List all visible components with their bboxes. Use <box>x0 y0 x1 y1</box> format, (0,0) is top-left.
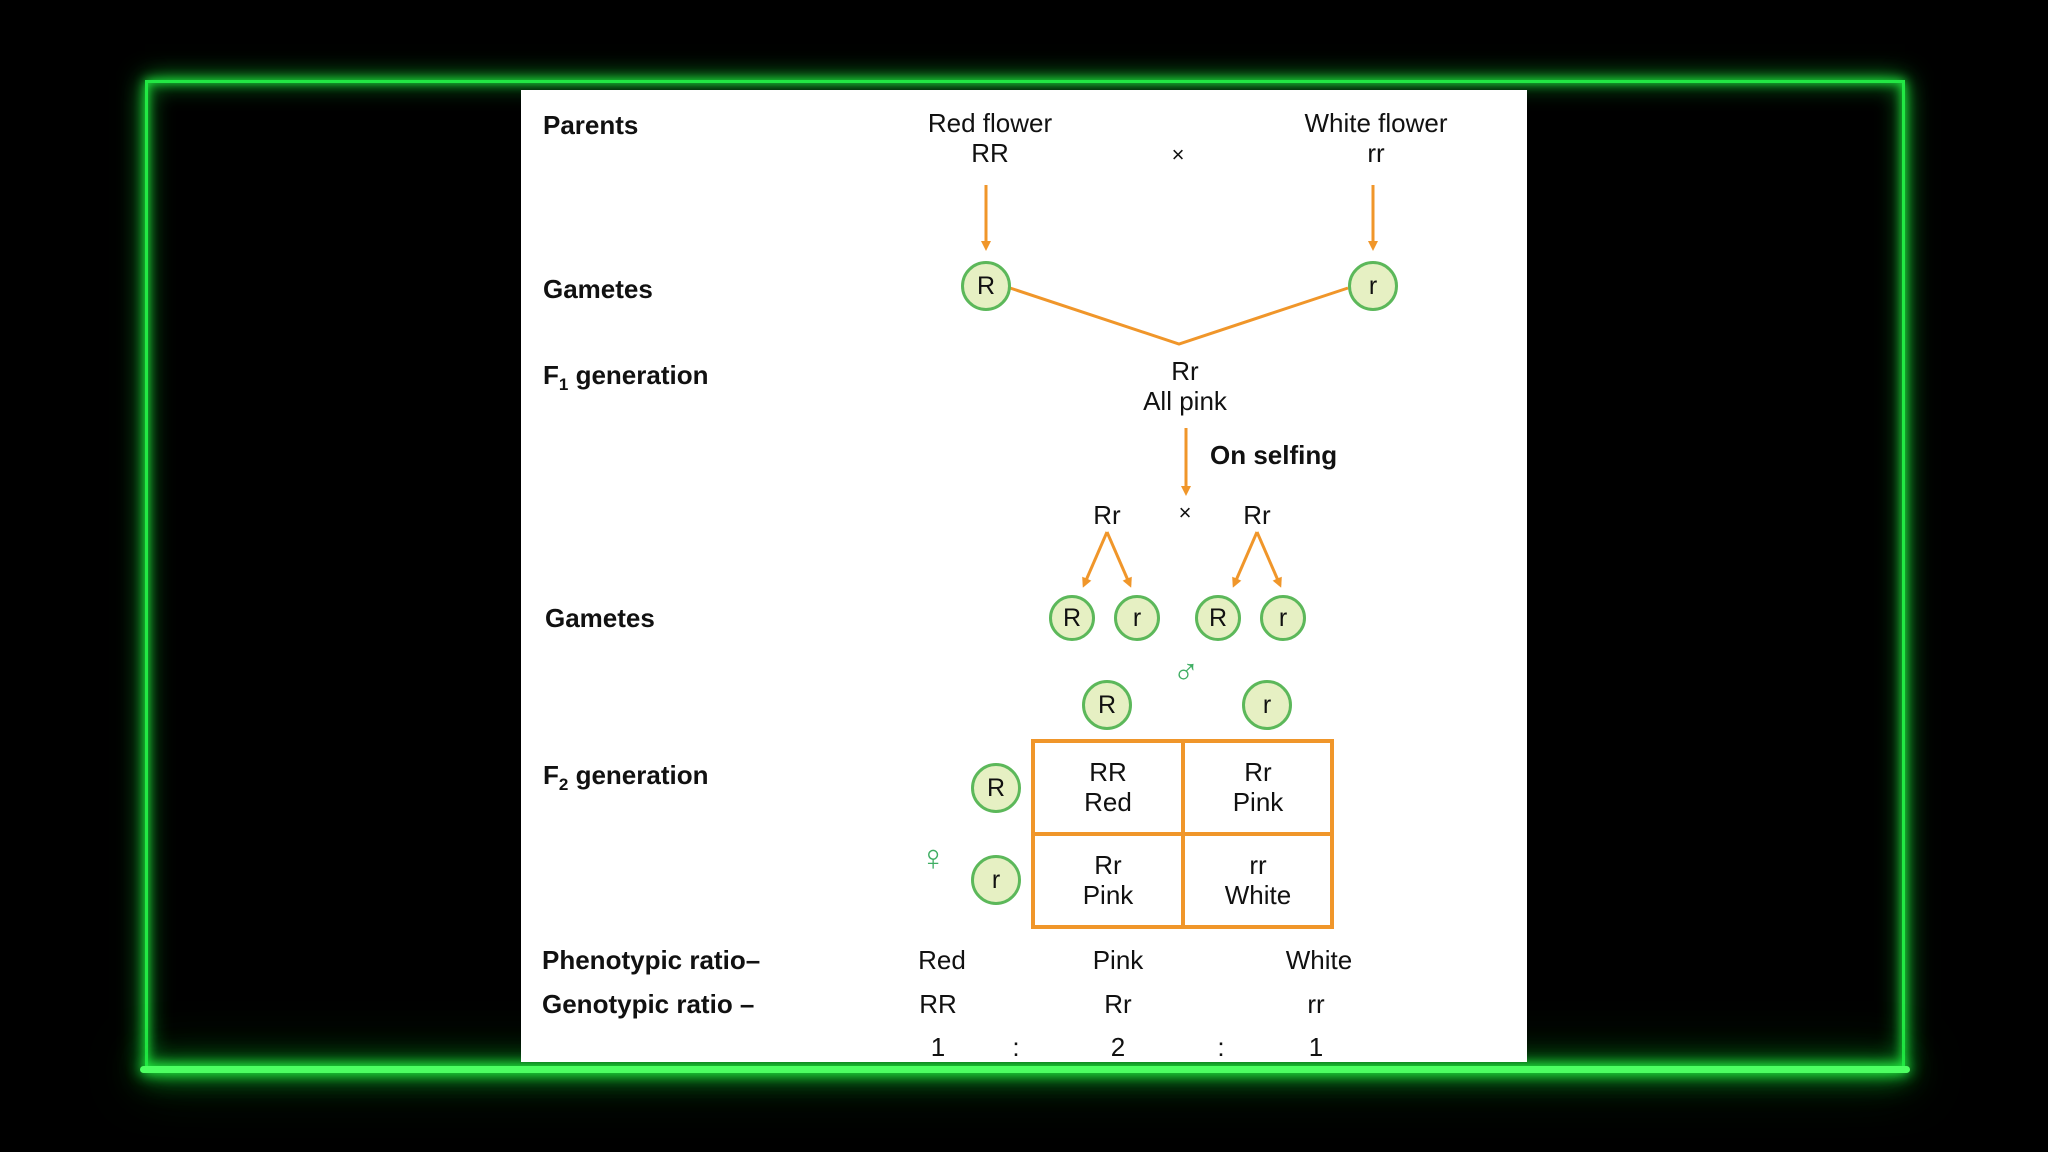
gamete-2-circle: r <box>1260 595 1306 641</box>
gamete-2-circle: R <box>1195 595 1241 641</box>
phenotype-pink: Pink <box>1092 945 1144 975</box>
punnett-col-allele: r <box>1242 680 1292 730</box>
f1-cross-right: Rr <box>1243 500 1271 530</box>
label-phenotypic-ratio: Phenotypic ratio– <box>542 945 761 975</box>
punnett-row-allele: r <box>971 855 1021 905</box>
neon-bottom-bar <box>140 1066 1910 1073</box>
label-f1-generation: F1 generation <box>543 360 709 394</box>
arrow-left-cross-1 <box>1082 531 1109 588</box>
cross-symbol-2: × <box>1178 500 1192 525</box>
cross-symbol-1: × <box>1171 142 1185 167</box>
diagram-panel: Parents Gametes F1 generation Gametes F2… <box>521 90 1527 1062</box>
label-f2-generation: F2 generation <box>543 760 709 794</box>
ratio-separator: : <box>1217 1032 1225 1062</box>
f1-cross-left: Rr <box>1093 500 1121 530</box>
on-selfing-label: On selfing <box>1210 440 1338 470</box>
phenotype-white: White <box>1285 945 1353 975</box>
male-symbol-icon: ♂ <box>1172 651 1200 692</box>
ratio-number: 1 <box>930 1032 946 1062</box>
label-gametes-2: Gametes <box>545 603 655 633</box>
genotype-RR: RR <box>919 989 957 1019</box>
gamete-2-circle: R <box>1049 595 1095 641</box>
label-gametes-1: Gametes <box>543 274 653 304</box>
label-genotypic-ratio: Genotypic ratio – <box>542 989 755 1019</box>
gamete-circle-r: r <box>1348 261 1398 311</box>
punnett-col-allele: R <box>1082 680 1132 730</box>
genotype-Rr: Rr <box>1104 989 1132 1019</box>
gamete-join-line <box>1009 286 1349 346</box>
connector-layer <box>981 185 1378 929</box>
arrow-right-cross-1 <box>1232 531 1259 588</box>
ratio-number: 1 <box>1308 1032 1324 1062</box>
punnett-row-allele: R <box>971 763 1021 813</box>
genotype-rr: rr <box>1307 989 1325 1019</box>
arrow-right-cross-2 <box>1255 531 1282 588</box>
female-symbol-icon: ♀ <box>919 837 947 878</box>
label-parents: Parents <box>543 110 639 140</box>
gamete-2-circle: r <box>1114 595 1160 641</box>
phenotype-red: Red <box>918 945 966 975</box>
gamete-circle-R: R <box>961 261 1011 311</box>
ratio-number: 2 <box>1110 1032 1126 1062</box>
arrow-left-cross-2 <box>1105 531 1132 588</box>
ratio-separator: : <box>1012 1032 1020 1062</box>
